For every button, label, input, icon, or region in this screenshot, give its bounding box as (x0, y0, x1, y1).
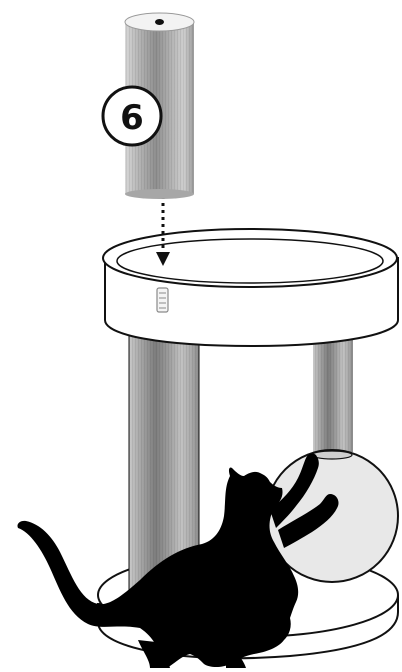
bowl-bed (103, 229, 398, 346)
step-number: 6 (120, 98, 144, 138)
right-post (313, 330, 353, 452)
insertion-arrow (156, 196, 170, 266)
step-badge: 6 (103, 87, 161, 145)
bolt-icon (157, 288, 168, 312)
